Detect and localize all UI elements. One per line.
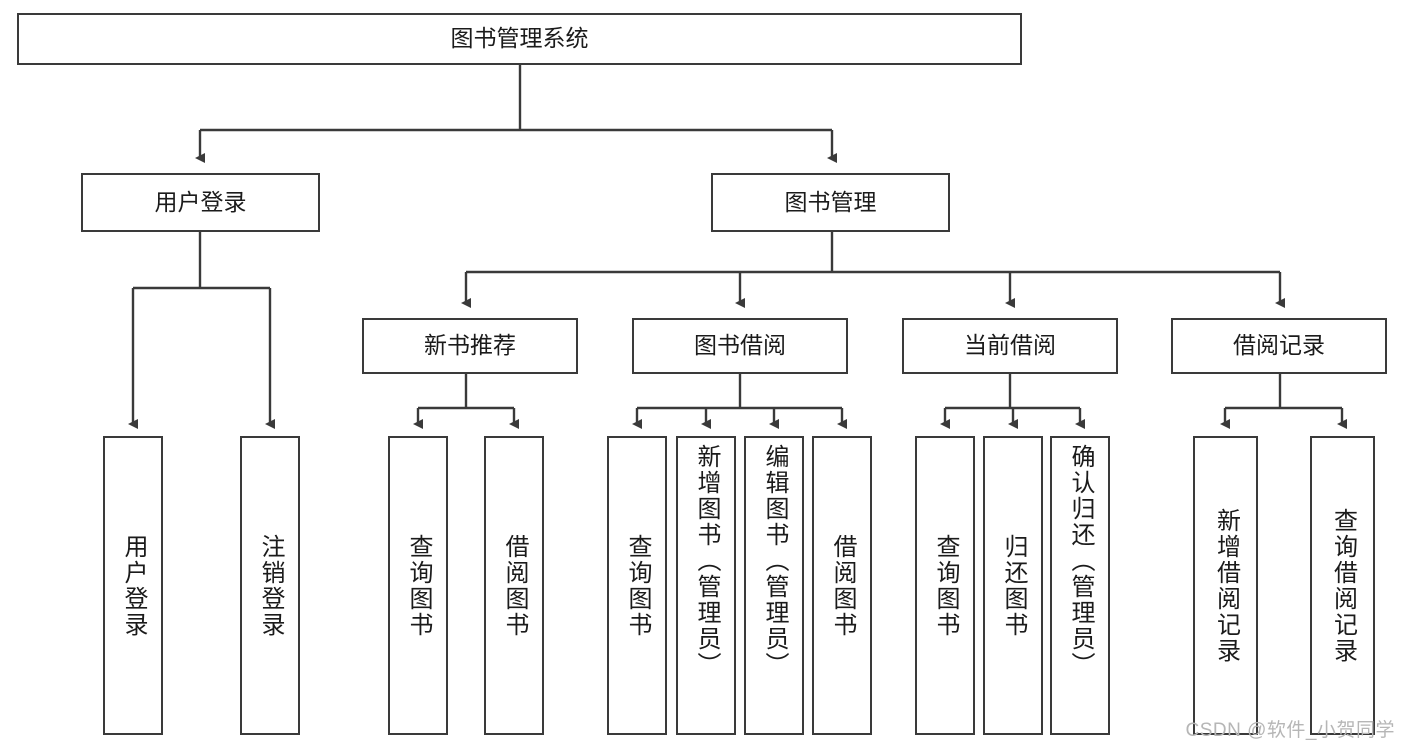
leaf-current-borrow-return-label: 归还图书 [1000, 533, 1027, 638]
leaf-borrow-record-add[interactable]: 新增借阅记录 [1193, 436, 1258, 735]
leaf-user-login-logout[interactable]: 注销登录 [240, 436, 300, 735]
leaf-user-login-logout-label: 注销登录 [257, 533, 284, 638]
leaf-new-book-borrow[interactable]: 借阅图书 [484, 436, 544, 735]
node-new-book-recommend-label: 新书推荐 [424, 332, 516, 359]
leaf-current-borrow-confirm-return[interactable]: 确认归还（管理员） [1050, 436, 1110, 735]
leaf-user-login-login-label: 用户登录 [120, 533, 147, 638]
node-book-borrow[interactable]: 图书借阅 [632, 318, 848, 374]
node-user-login[interactable]: 用户登录 [81, 173, 320, 232]
leaf-current-borrow-return[interactable]: 归还图书 [983, 436, 1043, 735]
node-book-borrow-label: 图书借阅 [694, 332, 786, 359]
leaf-user-login-login[interactable]: 用户登录 [103, 436, 163, 735]
leaf-book-borrow-borrow[interactable]: 借阅图书 [812, 436, 872, 735]
watermark: CSDN @软件_小贺同学 [1185, 720, 1395, 741]
leaf-borrow-record-add-label: 新增借阅记录 [1212, 507, 1240, 664]
node-root[interactable]: 图书管理系统 [17, 13, 1022, 65]
leaf-borrow-record-search[interactable]: 查询借阅记录 [1310, 436, 1375, 735]
leaf-book-borrow-edit[interactable]: 编辑图书（管理员） [744, 436, 804, 735]
node-root-label: 图书管理系统 [450, 25, 589, 52]
node-book-management-label: 图书管理 [784, 188, 877, 215]
node-user-login-label: 用户登录 [154, 188, 247, 215]
leaf-book-borrow-borrow-label: 借阅图书 [829, 533, 856, 638]
node-current-borrow[interactable]: 当前借阅 [902, 318, 1118, 374]
leaf-book-borrow-search[interactable]: 查询图书 [607, 436, 667, 735]
leaf-book-borrow-add-label: 新增图书（管理员） [693, 444, 720, 678]
leaf-current-borrow-confirm-return-label: 确认归还（管理员） [1067, 444, 1094, 678]
node-borrow-record[interactable]: 借阅记录 [1171, 318, 1387, 374]
leaf-current-borrow-search-label: 查询图书 [932, 533, 959, 638]
node-book-management[interactable]: 图书管理 [711, 173, 950, 232]
leaf-current-borrow-search[interactable]: 查询图书 [915, 436, 975, 735]
leaf-new-book-search[interactable]: 查询图书 [388, 436, 448, 735]
leaf-book-borrow-add[interactable]: 新增图书（管理员） [676, 436, 736, 735]
leaf-book-borrow-edit-label: 编辑图书（管理员） [761, 444, 788, 678]
leaf-new-book-borrow-label: 借阅图书 [501, 533, 528, 638]
leaf-borrow-record-search-label: 查询借阅记录 [1329, 507, 1357, 664]
node-current-borrow-label: 当前借阅 [964, 332, 1056, 359]
leaf-book-borrow-search-label: 查询图书 [624, 533, 651, 638]
leaf-new-book-search-label: 查询图书 [405, 533, 432, 638]
node-new-book-recommend[interactable]: 新书推荐 [362, 318, 578, 374]
node-borrow-record-label: 借阅记录 [1233, 332, 1325, 359]
